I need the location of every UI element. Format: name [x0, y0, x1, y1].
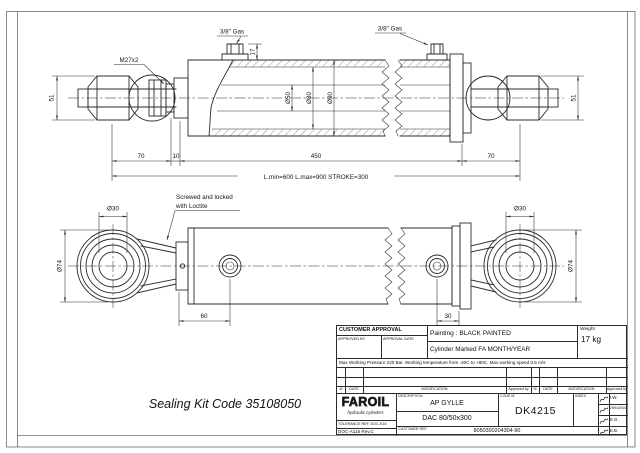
title-block: CUSTOMER APPROVAL APPROVED BY APPROVAL D… [336, 325, 628, 436]
company-tagline: hydraulic cylinders [347, 410, 384, 415]
loctite-note-line1: Screwed and locked [176, 194, 233, 201]
signature-row: E.B. [598, 426, 628, 436]
dia-eye-right: Ø74 [568, 260, 575, 272]
code-value: DK4215 [515, 404, 556, 417]
dim-eye-left: 51 [49, 94, 56, 102]
dia-outer: Ø90 [327, 92, 334, 104]
marking-note: Cylinder Marked FA MONTH/YEAR [428, 342, 578, 358]
left-eye-ring [76, 229, 150, 303]
dia-rod: Ø50 [285, 92, 292, 104]
mod-col-date: DATE [349, 387, 359, 391]
company-logo-cell: FAROIL hydraulic cylinders [337, 393, 396, 420]
approval-date-label: APPROVAL DATE [383, 337, 414, 341]
tolerance-ref: TOLERANCE REF. DOC-K16 [338, 422, 387, 426]
weight-value: 17 kg [581, 335, 602, 344]
mod-col-modification: MODIFICATION [421, 387, 448, 391]
mod-col-m: M [339, 387, 343, 391]
dim-port-right: 30 [444, 313, 452, 320]
signature-initials: E.B. [610, 428, 619, 433]
signature-initials: E.G. [610, 417, 619, 422]
mod-col-m2: M [533, 387, 537, 391]
dim-eye-right: 51 [571, 94, 578, 102]
signature-icon [599, 418, 608, 425]
page-frame [6, 11, 636, 448]
dim-seg1: 70 [137, 153, 145, 160]
signature-date: 29/04/2014 [610, 406, 626, 410]
port-hole-left [218, 254, 242, 278]
port-boss-left [221, 43, 249, 61]
mod-col-date2: DATE [543, 387, 553, 391]
dim-seg3: 450 [311, 153, 322, 160]
painting-note: Painting : BLACK PAINTED [428, 326, 578, 342]
dia-hole-left: Ø30 [107, 206, 119, 213]
weight-cell: Weight 17 kg [578, 326, 628, 358]
index-label: INDEX [575, 394, 586, 398]
signature-initials: I.W. [610, 395, 618, 400]
dim-port-left: 60 [200, 313, 208, 320]
signature-icon [599, 407, 608, 414]
break-line [397, 227, 406, 305]
break-line [384, 227, 393, 305]
loctite-note-line2: with Loctite [175, 203, 208, 210]
sealing-kit-note: Sealing Kit Code 35108050 [149, 397, 301, 411]
right-eye-tip [547, 88, 559, 108]
mod-col-modification2: MODIFICATION [568, 387, 595, 391]
faroil-logo: FAROIL hydraulic cylinders [341, 395, 390, 415]
cylinder-side-view [68, 43, 564, 143]
customer-ref-value: 8050300204304-90 [473, 428, 521, 434]
approved-by-label: APPROVED BY [338, 337, 366, 341]
dim-port-height: 17 [250, 48, 257, 56]
port-hole-right [425, 254, 449, 278]
signature-icon [599, 396, 608, 403]
company-name: FAROIL [342, 395, 390, 409]
working-conditions-note: Max Working Pressure 220 Bar. Working te… [339, 360, 546, 365]
mod-col-approved: Approved by [508, 387, 529, 391]
break-line [381, 59, 390, 137]
signature-row: E.G. [598, 415, 628, 426]
customer-approval-title: CUSTOMER APPROVAL [339, 327, 402, 333]
side-view-dimensions: 51 51 M27x2 3/8" Gas 17 3/8" Gas Ø50 Ø80… [49, 26, 584, 181]
description-label: DESCRIPTION [398, 394, 423, 398]
port-label-right: 3/8" Gas [378, 26, 402, 33]
thread-label: M27x2 [120, 57, 139, 64]
port-label-left: 3/8" Gas [220, 29, 244, 36]
dia-eye-left: Ø74 [57, 260, 64, 272]
customer-approval-cell: CUSTOMER APPROVAL APPROVED BY APPROVAL D… [337, 326, 428, 358]
dim-seg2: 10 [172, 153, 180, 160]
dim-overall: L.min=600 L.max=900 STROKE=300 [264, 174, 369, 181]
dim-seg4: 70 [487, 153, 495, 160]
signature-row: 29/04/2014 [598, 404, 628, 415]
port-boss-right [426, 43, 448, 61]
break-line [394, 59, 403, 137]
cylinder-front-view [68, 222, 564, 310]
dia-hole-right: Ø30 [514, 206, 526, 213]
weight-label: Weight [580, 327, 595, 332]
dia-bore: Ø80 [306, 92, 313, 104]
front-view-dimensions: Ø30 Ø30 Ø74 Ø74 60 30 Screwed and locked… [57, 194, 582, 326]
description-customer: AP GYLLE [430, 399, 464, 407]
signature-row: I.W. [598, 393, 628, 404]
mod-col-approved2: Approved by [606, 387, 628, 391]
right-eye-ring [483, 229, 557, 303]
code-label: CODE M [500, 394, 515, 398]
customer-ref-label: CUSTOMER REF. [398, 427, 428, 431]
doc-ref: DOC-A116 Rev.C [338, 429, 374, 434]
signature-icon [599, 428, 608, 435]
description-model: DAC 80/50x300 [422, 415, 472, 422]
